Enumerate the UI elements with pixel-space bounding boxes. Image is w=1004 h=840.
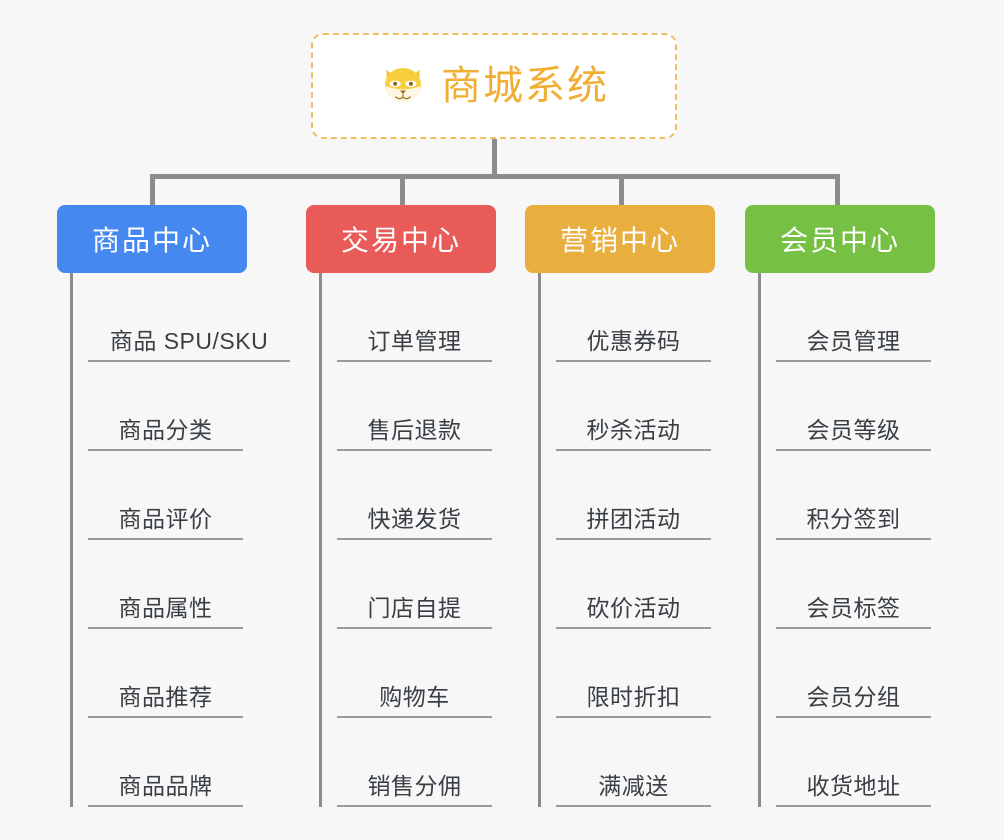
leaf-label: 商品品牌 bbox=[118, 772, 213, 799]
connector-drop-2 bbox=[619, 174, 624, 207]
leaf-label: 购物车 bbox=[379, 683, 450, 710]
category-header-marketing-center[interactable]: 营销中心 bbox=[525, 205, 715, 273]
leaf-label: 商品 SPU/SKU bbox=[109, 327, 269, 354]
list-item[interactable]: 商品 SPU/SKU bbox=[88, 273, 290, 362]
leaf-label: 砍价活动 bbox=[586, 594, 681, 621]
leaf-label: 商品属性 bbox=[118, 594, 213, 621]
connector-drop-3 bbox=[835, 174, 840, 207]
leaf-label: 积分签到 bbox=[806, 505, 901, 532]
leaf-list-product-center: 商品 SPU/SKU 商品分类 商品评价 商品属性 商品推荐 商品品牌 bbox=[70, 273, 290, 807]
list-item[interactable]: 商品评价 bbox=[88, 451, 243, 540]
leaf-list-marketing-center: 优惠券码 秒杀活动 拼团活动 砍价活动 限时折扣 满减送 bbox=[538, 273, 715, 807]
list-item[interactable]: 满减送 bbox=[556, 718, 711, 807]
category-header-trade-center[interactable]: 交易中心 bbox=[306, 205, 496, 273]
leaf-label: 商品分类 bbox=[118, 416, 213, 443]
root-node-shop-system[interactable]: 商城系统 bbox=[311, 33, 677, 139]
leaf-list-member-center: 会员管理 会员等级 积分签到 会员标签 会员分组 收货地址 bbox=[758, 273, 935, 807]
branch-column-member-center: 会员中心 会员管理 会员等级 积分签到 会员标签 会员分组 收货地址 bbox=[745, 205, 935, 807]
list-item[interactable]: 砍价活动 bbox=[556, 540, 711, 629]
list-item[interactable]: 会员管理 bbox=[776, 273, 931, 362]
leaf-label: 门店自提 bbox=[367, 594, 462, 621]
leaf-label: 秒杀活动 bbox=[586, 416, 681, 443]
leaf-label: 收货地址 bbox=[806, 772, 901, 799]
list-item[interactable]: 订单管理 bbox=[337, 273, 492, 362]
list-item[interactable]: 限时折扣 bbox=[556, 629, 711, 718]
list-item[interactable]: 优惠券码 bbox=[556, 273, 711, 362]
leaf-list-trade-center: 订单管理 售后退款 快递发货 门店自提 购物车 销售分佣 bbox=[319, 273, 496, 807]
leaf-label: 商品评价 bbox=[118, 505, 213, 532]
branch-column-trade-center: 交易中心 订单管理 售后退款 快递发货 门店自提 购物车 销售分佣 bbox=[306, 205, 496, 807]
leaf-label: 商品推荐 bbox=[118, 683, 213, 710]
list-item[interactable]: 售后退款 bbox=[337, 362, 492, 451]
list-item[interactable]: 门店自提 bbox=[337, 540, 492, 629]
leaf-label: 快递发货 bbox=[367, 505, 462, 532]
connector-drop-1 bbox=[400, 174, 405, 207]
root-node-title: 商城系统 bbox=[441, 64, 609, 108]
list-item[interactable]: 商品推荐 bbox=[88, 629, 243, 718]
leaf-label: 拼团活动 bbox=[586, 505, 681, 532]
connector-drop-0 bbox=[150, 174, 155, 207]
category-title: 营销中心 bbox=[559, 225, 680, 256]
category-header-product-center[interactable]: 商品中心 bbox=[57, 205, 247, 273]
category-title: 会员中心 bbox=[779, 225, 900, 256]
leaf-label: 会员等级 bbox=[806, 416, 901, 443]
branch-column-product-center: 商品中心 商品 SPU/SKU 商品分类 商品评价 商品属性 商品推荐 商品品牌 bbox=[57, 205, 290, 807]
list-item[interactable]: 秒杀活动 bbox=[556, 362, 711, 451]
list-item[interactable]: 拼团活动 bbox=[556, 451, 711, 540]
leaf-label: 会员标签 bbox=[806, 594, 901, 621]
leaf-label: 优惠券码 bbox=[586, 327, 681, 354]
list-item[interactable]: 会员分组 bbox=[776, 629, 931, 718]
category-header-member-center[interactable]: 会员中心 bbox=[745, 205, 935, 273]
list-item[interactable]: 商品品牌 bbox=[88, 718, 243, 807]
connector-bus bbox=[150, 174, 840, 179]
leaf-label: 售后退款 bbox=[367, 416, 462, 443]
list-item[interactable]: 会员标签 bbox=[776, 540, 931, 629]
list-item[interactable]: 商品属性 bbox=[88, 540, 243, 629]
branch-column-marketing-center: 营销中心 优惠券码 秒杀活动 拼团活动 砍价活动 限时折扣 满减送 bbox=[525, 205, 715, 807]
leaf-label: 会员分组 bbox=[806, 683, 901, 710]
connector-root-stem bbox=[492, 139, 497, 178]
leaf-label: 限时折扣 bbox=[586, 683, 681, 710]
list-item[interactable]: 销售分佣 bbox=[337, 718, 492, 807]
list-item[interactable]: 收货地址 bbox=[776, 718, 931, 807]
shiba-dog-face-icon bbox=[385, 68, 421, 103]
list-item[interactable]: 快递发货 bbox=[337, 451, 492, 540]
list-item[interactable]: 会员等级 bbox=[776, 362, 931, 451]
list-item[interactable]: 购物车 bbox=[337, 629, 492, 718]
category-title: 商品中心 bbox=[91, 225, 212, 256]
category-title: 交易中心 bbox=[340, 225, 461, 256]
leaf-label: 销售分佣 bbox=[367, 772, 462, 799]
leaf-label: 订单管理 bbox=[367, 327, 462, 354]
leaf-label: 满减送 bbox=[598, 772, 669, 799]
leaf-label: 会员管理 bbox=[806, 327, 901, 354]
list-item[interactable]: 积分签到 bbox=[776, 451, 931, 540]
list-item[interactable]: 商品分类 bbox=[88, 362, 243, 451]
